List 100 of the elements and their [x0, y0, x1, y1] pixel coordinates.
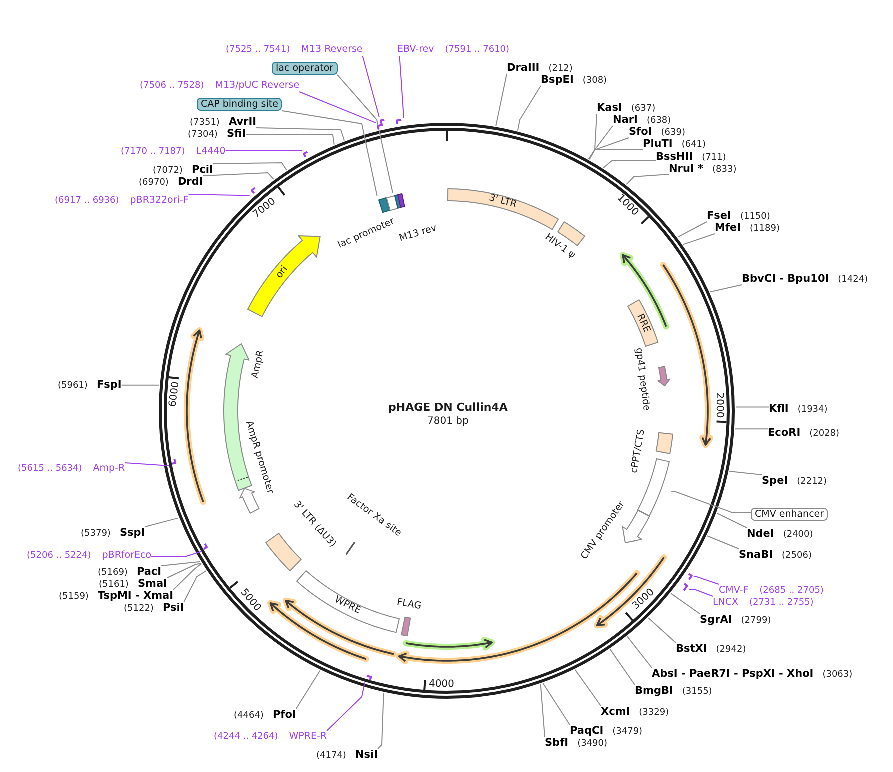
leader-line [256, 128, 346, 142]
primer-name: EBV-rev [398, 44, 434, 56]
site-position: (833) [712, 164, 737, 176]
leader-line [716, 512, 748, 528]
callout-tag: CMV enhancer [751, 508, 828, 521]
plasmid-length: 7801 bp [428, 416, 469, 426]
site-position: (6970) [139, 177, 169, 189]
feature-label: gp41 peptide [632, 348, 652, 412]
site-position: (5379) [81, 528, 111, 540]
leader-line [688, 590, 714, 597]
site-name: TspMI - XmaI [98, 590, 174, 602]
site-name: NsiI [355, 749, 378, 761]
site-name: NruI * [669, 162, 704, 174]
primer-position: (6917 .. 6936) [55, 194, 120, 206]
site-position: (637) [631, 103, 656, 115]
leader-line [166, 562, 202, 578]
callout-tag: lac operator [272, 62, 338, 75]
primer-name: CMV-F [719, 584, 749, 596]
site-name: BmgBI [635, 685, 674, 697]
site-name: EcoRI [768, 427, 801, 439]
site-name: SspI [120, 527, 146, 539]
primer-name: M13 Reverse [301, 44, 363, 56]
site-name: XcmI [601, 706, 630, 718]
primer-position: (7525 .. 7541) [226, 44, 290, 56]
site-name: PacI [136, 566, 162, 578]
site-name: PfoI [272, 709, 296, 721]
leader-line [144, 518, 180, 528]
primer-position: (5615 .. 5634) [18, 463, 82, 475]
site-name: BstXI [676, 643, 708, 655]
leader-line [225, 150, 303, 152]
site-name: PciI [192, 164, 214, 176]
leader-line [296, 670, 321, 710]
leader-line [589, 150, 644, 160]
site-name: MfeI [715, 222, 742, 234]
leader-line [729, 470, 762, 476]
site-position: (4174) [316, 750, 346, 762]
site-name: AbsI - PaeR7I - PspXI - XhoI [652, 668, 814, 680]
site-position: (2212) [797, 476, 828, 488]
site-name: SgrAI [700, 614, 732, 626]
leader-line [627, 636, 652, 668]
leader-line [603, 160, 656, 169]
leader-line [670, 593, 700, 614]
site-position: (1189) [750, 223, 780, 235]
primer-position: (7170 .. 7187) [121, 146, 186, 158]
site-name: BspEI [541, 74, 574, 86]
leader-line [542, 683, 570, 726]
site-position: (5159) [59, 591, 89, 603]
feature-label: ori [274, 264, 290, 282]
leader-line [682, 234, 716, 246]
site-position: (1150) [740, 211, 770, 223]
site-position: (711) [702, 152, 726, 164]
leader-line [648, 618, 676, 644]
site-position: (641) [682, 139, 706, 151]
site-position: (2506) [782, 550, 812, 562]
site-name: DrdI [178, 176, 204, 188]
site-position: (3063) [822, 669, 853, 681]
site-name: BssHII [656, 150, 694, 162]
feature-label: AmpR [250, 350, 266, 380]
tick-label: 2000 [714, 392, 726, 418]
site-position: (638) [646, 115, 672, 127]
leader-line [282, 110, 378, 196]
leader-line [362, 56, 380, 118]
site-name: PsiI [162, 602, 184, 614]
leader-line [574, 669, 602, 706]
leader-line [678, 222, 708, 238]
primer-name: L4440 [196, 146, 226, 158]
site-name: BbvCI - Bpu10I [742, 273, 830, 285]
primer-name: pBR322ori-F [130, 194, 189, 206]
leader-line [707, 536, 740, 550]
primer-name: pBRforEco [102, 550, 152, 562]
site-position: (4464) [234, 710, 264, 722]
leader-line [517, 86, 542, 132]
site-position: (5161) [99, 579, 129, 591]
site-position: (3329) [639, 707, 670, 719]
leader-line [173, 563, 202, 590]
tick-label: 6000 [168, 381, 182, 408]
site-name: PaqCI [570, 725, 604, 737]
site-name: SmaI [138, 578, 168, 590]
callout-tag: CAP binding site [197, 98, 282, 111]
site-name: SpeI [762, 475, 788, 487]
leader-line [588, 138, 630, 160]
leader-line [588, 114, 598, 160]
site-position: (2799) [741, 615, 772, 627]
site-position: (2028) [810, 428, 840, 440]
site-name: PluTI [643, 138, 673, 150]
primer-position: (2731 .. 2755) [750, 596, 814, 608]
leader-line [212, 162, 288, 171]
leader-line [299, 92, 377, 124]
leader-line [496, 74, 508, 127]
site-name: FseI [707, 210, 732, 222]
site-position: (7304) [188, 129, 218, 141]
feature-label: RRE [635, 312, 654, 334]
site-position: (3155) [682, 686, 712, 698]
site-position: (2942) [716, 644, 746, 656]
leader-line [735, 406, 770, 408]
leader-line [121, 384, 160, 386]
plasmid-name: pHAGE DN Cullin4A [388, 402, 508, 412]
site-name: FspI [96, 379, 122, 391]
site-name: KasI [597, 102, 622, 114]
feature-label: 3' LTR [488, 193, 518, 211]
